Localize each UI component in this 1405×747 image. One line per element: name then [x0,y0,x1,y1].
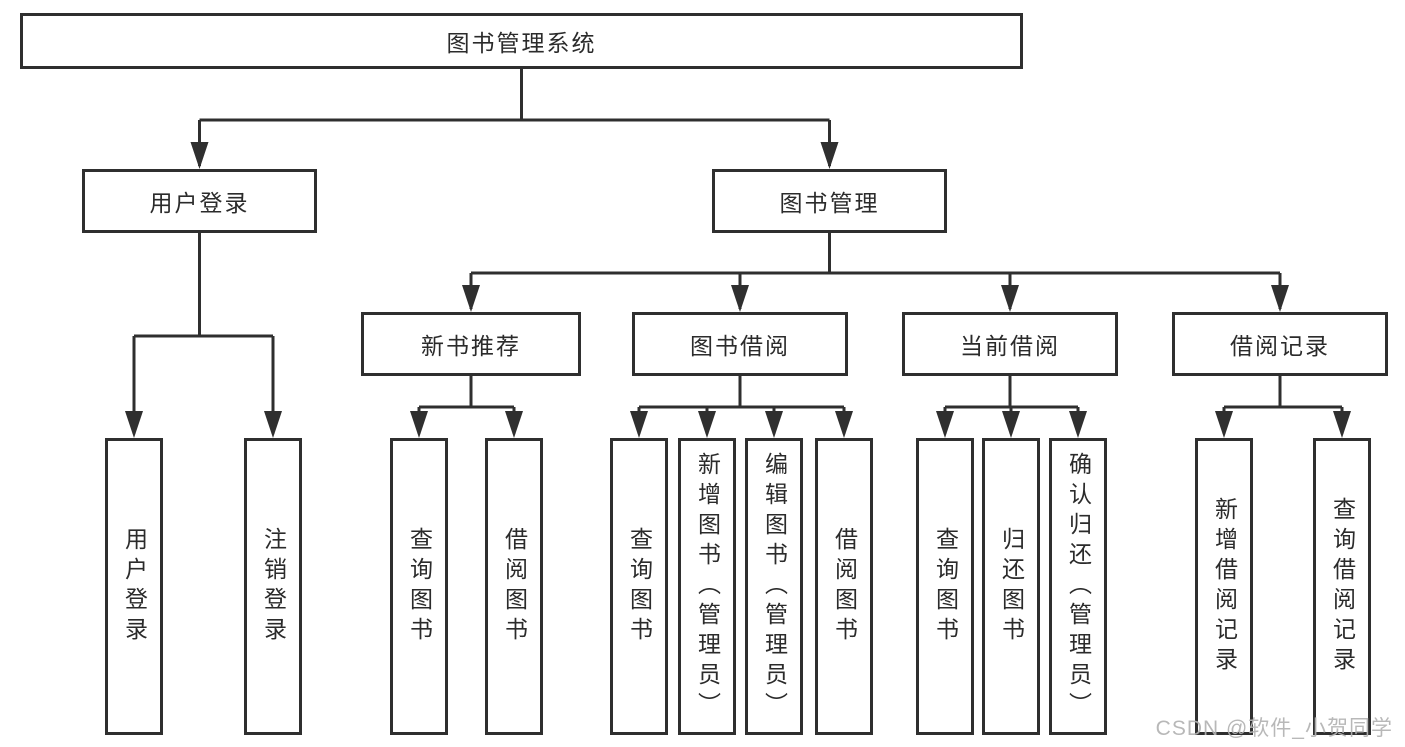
arrow-down-icon [264,411,282,438]
csdn-watermark: CSDN @软件_小贺同学 [1155,717,1393,740]
node-leaf-confirm-return-admin-label: 确认归还（管理员） [1065,451,1092,722]
node-leaf-user-login-label: 用户登录 [121,526,148,647]
node-leaf-return-books: 归还图书 [982,438,1040,735]
arrow-down-icon [630,411,648,438]
arrow-down-icon [1271,285,1289,312]
node-leaf-edit-book-admin: 编辑图书（管理员） [745,438,803,735]
node-leaf-add-book-admin: 新增图书（管理员） [678,438,736,735]
node-leaf-add-borrow-record: 新增借阅记录 [1195,438,1253,735]
node-leaf-edit-book-admin-label: 编辑图书（管理员） [761,451,788,722]
node-leaf-borrow-books-recommend: 借阅图书 [485,438,543,735]
connector-paths [132,69,1344,434]
node-borrow-records: 借阅记录 [1172,312,1388,376]
node-leaf-query-books-recommend: 查询图书 [390,438,448,735]
arrow-down-icon [698,411,716,438]
node-user-login-label: 用户登录 [149,190,250,216]
node-leaf-query-borrow-record-label: 查询借阅记录 [1329,496,1356,677]
node-current-borrow: 当前借阅 [902,312,1118,376]
node-leaf-query-books-current: 查询图书 [916,438,974,735]
arrow-down-icon [505,411,523,438]
arrow-down-icon [1333,411,1351,438]
arrow-down-icon [835,411,853,438]
arrow-down-icon [820,142,839,169]
arrow-down-icon [731,285,749,312]
node-book-management-label: 图书管理 [779,190,880,216]
node-leaf-user-login: 用户登录 [105,438,163,735]
node-leaf-query-books-borrow-label: 查询图书 [626,526,653,647]
arrow-down-icon [1069,411,1087,438]
node-book-borrow: 图书借阅 [632,312,848,376]
node-borrow-records-label: 借阅记录 [1230,333,1330,359]
arrow-down-icon [462,285,480,312]
node-leaf-query-books-recommend-label: 查询图书 [406,526,433,647]
node-leaf-add-borrow-record-label: 新增借阅记录 [1211,496,1238,677]
node-book-borrow-label: 图书借阅 [690,333,790,359]
node-leaf-query-borrow-record: 查询借阅记录 [1313,438,1371,735]
node-leaf-add-book-admin-label: 新增图书（管理员） [694,451,721,722]
arrow-down-icon [936,411,954,438]
node-leaf-return-books-label: 归还图书 [998,526,1025,647]
node-leaf-logout-label: 注销登录 [260,526,287,647]
arrow-down-icon [765,411,783,438]
node-leaf-logout: 注销登录 [244,438,302,735]
arrow-down-icon [125,411,143,438]
node-current-borrow-label: 当前借阅 [960,333,1060,359]
node-leaf-query-books-borrow: 查询图书 [610,438,668,735]
node-leaf-borrow-books-label: 借阅图书 [831,526,858,647]
arrow-down-icon [410,411,428,438]
arrowheads [125,142,1351,438]
arrow-down-icon [1002,411,1020,438]
arrow-down-icon [1001,285,1019,312]
node-leaf-query-books-current-label: 查询图书 [932,526,959,647]
node-leaf-borrow-books: 借阅图书 [815,438,873,735]
node-leaf-confirm-return-admin: 确认归还（管理员） [1049,438,1107,735]
node-new-book-recommend-label: 新书推荐 [421,333,521,359]
node-new-book-recommend: 新书推荐 [361,312,581,376]
node-book-management: 图书管理 [712,169,947,233]
arrow-down-icon [190,142,209,169]
node-user-login: 用户登录 [82,169,317,233]
arrow-down-icon [1215,411,1233,438]
node-leaf-borrow-books-recommend-label: 借阅图书 [501,526,528,647]
node-library-system: 图书管理系统 [20,13,1023,69]
node-library-system-label: 图书管理系统 [446,30,597,56]
